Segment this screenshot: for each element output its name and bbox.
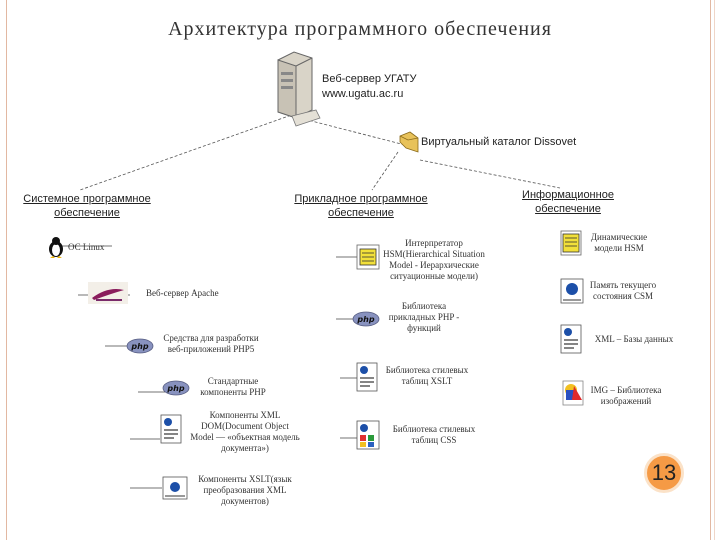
slide-title: Архитектура программного обеспечения xyxy=(168,18,552,40)
svg-text:php: php xyxy=(166,384,184,393)
category-applied: Прикладное программное обеспечение xyxy=(294,193,428,219)
item-hsm-models: Динамические модели HSM xyxy=(590,232,648,253)
slide-frame-right-inner xyxy=(714,0,715,540)
hsm-model-icon xyxy=(560,230,582,256)
svg-text:php: php xyxy=(356,315,374,324)
item-php5-tools: Средства для разработки веб-приложений P… xyxy=(163,333,259,354)
linux-penguin-icon xyxy=(49,237,63,258)
server-icon xyxy=(277,51,321,127)
item-hsm-interpreter: Интерпретатор HSM(Hierarchical Situation… xyxy=(383,238,485,281)
item-image-library: IMG – Библиотека изображений xyxy=(590,385,662,406)
php-badge-icon: php xyxy=(352,311,380,327)
virtual-catalog-label: Виртуальный каталог Dissovet xyxy=(421,136,577,148)
item-xslt-library: Библиотека стилевых таблиц XSLT xyxy=(385,365,469,386)
php-badge-icon: php xyxy=(126,338,154,354)
server-url: www.ugatu.ac.ru xyxy=(322,88,404,100)
item-php-library: Библиотека прикладных PHP - функций xyxy=(388,301,460,333)
item-csm-memory: Память текущего состояния CSM xyxy=(589,280,657,301)
svg-text:php: php xyxy=(130,342,148,351)
csm-memory-icon xyxy=(560,278,584,304)
xml-database-icon xyxy=(560,324,582,354)
apache-feather-icon xyxy=(88,282,128,304)
hsm-interpreter-icon xyxy=(356,244,380,270)
item-linux: ОС Linux xyxy=(68,242,105,252)
item-xml-database: XML – Базы данных xyxy=(594,334,674,344)
category-info: Информационное обеспечение xyxy=(522,189,614,215)
xslt-document-icon xyxy=(162,476,188,500)
server-name: Веб-сервер УГАТУ xyxy=(322,73,417,85)
xslt-stylesheet-icon xyxy=(356,362,378,392)
slide-frame-right xyxy=(710,0,711,540)
page-number-badge: 13 xyxy=(644,453,684,493)
folder-icon xyxy=(399,131,419,153)
image-library-icon xyxy=(562,380,584,406)
css-stylesheet-icon xyxy=(356,420,380,450)
item-css-library: Библиотека стилевых таблиц CSS xyxy=(392,424,476,445)
slide-frame-left xyxy=(6,0,7,540)
item-xml-dom: Компоненты XML DOM(Document Object Model… xyxy=(190,410,300,453)
xml-document-icon xyxy=(160,414,182,444)
item-apache: Веб-сервер Apache xyxy=(146,288,219,298)
item-xslt: Компоненты XSLT(язык преобразования XML … xyxy=(198,474,292,506)
php-badge-icon: php xyxy=(162,380,190,396)
item-php-standard: Стандартные компоненты PHP xyxy=(200,376,266,397)
category-system: Системное программное обеспечение xyxy=(23,193,151,219)
